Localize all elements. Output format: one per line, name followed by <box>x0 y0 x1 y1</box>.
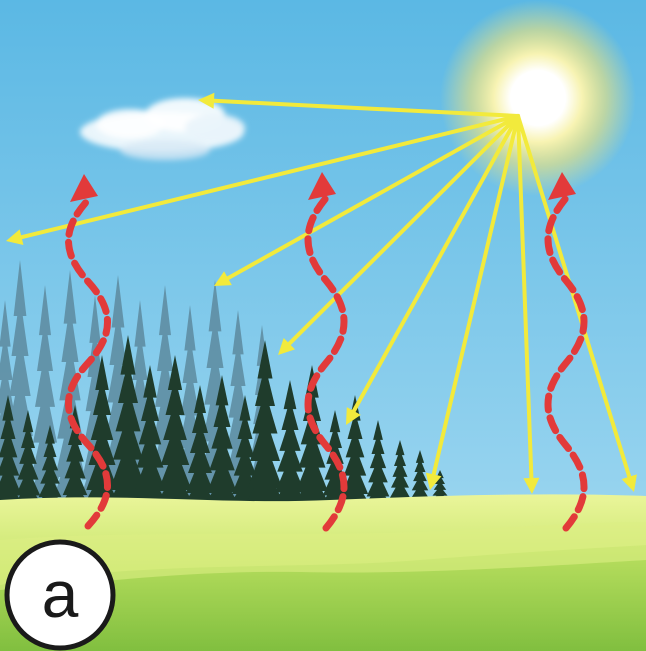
cloud-icon <box>80 98 245 160</box>
heat-radiation-arrows <box>65 172 588 532</box>
conifer-tree <box>156 355 194 505</box>
conifer-tree <box>245 340 285 505</box>
sunlight-arrow <box>198 92 520 118</box>
sunlight-arrow <box>278 114 520 355</box>
conifer-tree <box>61 405 89 505</box>
conifer-tree <box>84 355 120 505</box>
grass-meadow <box>0 494 646 651</box>
far-tree <box>29 285 61 500</box>
far-tree <box>80 295 110 500</box>
panel-label-circle <box>4 539 116 651</box>
far-tree <box>175 305 205 500</box>
sunlight-arrow <box>346 114 520 425</box>
far-tree <box>223 310 253 500</box>
conifer-tree <box>388 440 412 505</box>
conifer-tree <box>365 420 391 505</box>
far-tree <box>3 260 37 500</box>
conifer-tree <box>205 375 239 505</box>
sunlight-arrow <box>425 114 520 490</box>
conifer-tree <box>430 470 450 505</box>
sunlight-arrow <box>6 114 520 245</box>
far-tree <box>101 275 135 500</box>
far-tree <box>125 300 155 500</box>
panel-label: a <box>4 539 116 651</box>
heat-arrow <box>65 174 111 530</box>
conifer-tree <box>273 380 307 505</box>
conifer-tree <box>184 385 216 505</box>
heat-arrow <box>304 172 348 532</box>
far-tree <box>149 285 181 500</box>
conifer-tree <box>37 425 63 505</box>
sunlight-arrow <box>516 114 540 494</box>
conifer-tree <box>0 395 23 505</box>
heat-arrow <box>544 172 588 532</box>
conifer-tree <box>230 395 260 505</box>
conifer-tree <box>340 395 370 505</box>
conifer-tree <box>409 450 431 505</box>
panel-label-text: a <box>42 557 79 631</box>
conifer-tree <box>294 365 330 505</box>
far-tree <box>198 280 232 500</box>
conifer-tree <box>14 410 42 505</box>
conifer-tree <box>108 335 148 505</box>
sunlight-arrow <box>214 114 520 286</box>
conifer-tree <box>132 365 168 505</box>
